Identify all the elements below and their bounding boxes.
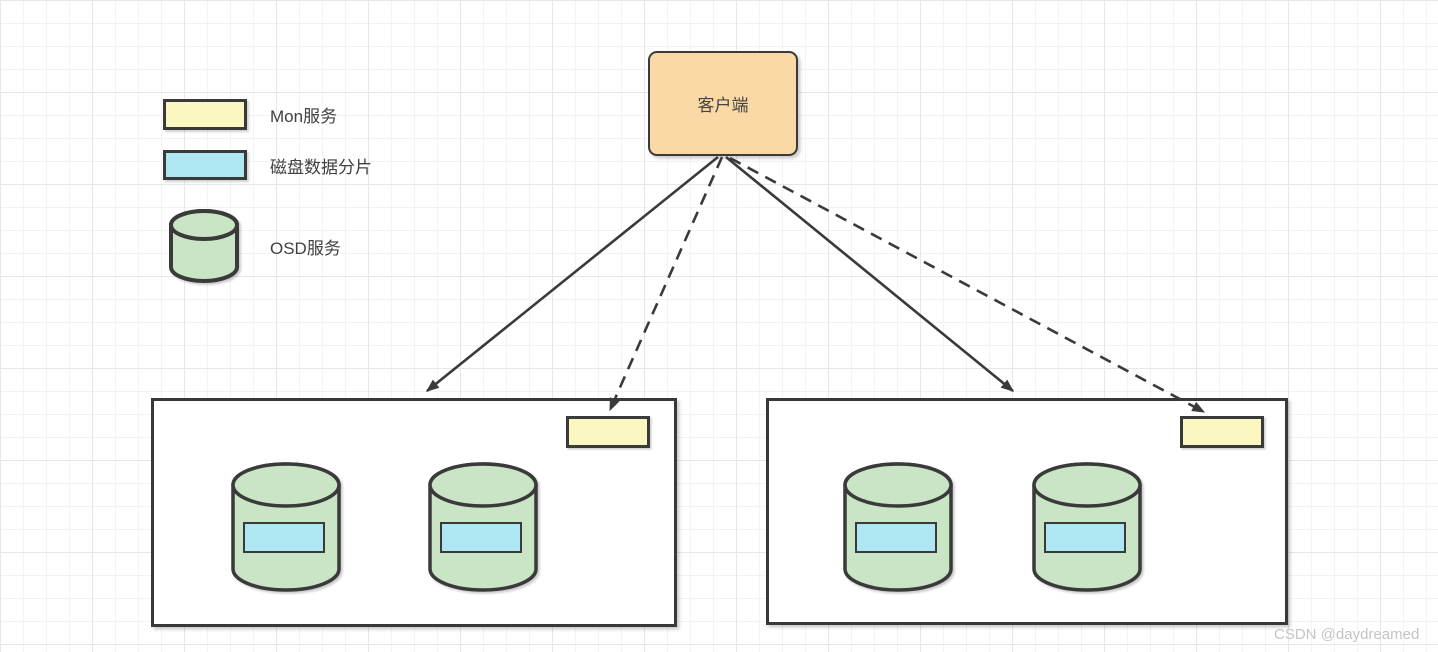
legend-label-mon: Mon服务 bbox=[270, 107, 338, 126]
arrow-client-to-server2 bbox=[725, 155, 1015, 393]
osd-cylinder bbox=[843, 462, 953, 592]
mon-service-swatch bbox=[163, 99, 247, 130]
arrow-client-to-server1 bbox=[425, 155, 719, 393]
server-node-1 bbox=[151, 398, 677, 627]
server-node-2 bbox=[766, 398, 1288, 625]
disk-shard-box bbox=[1044, 522, 1126, 553]
mon-service-box bbox=[566, 416, 650, 448]
client-node: 客户端 bbox=[648, 51, 798, 156]
disk-shard-box bbox=[243, 522, 325, 553]
osd-cylinder-icon bbox=[169, 209, 239, 283]
disk-shard-swatch bbox=[163, 150, 247, 180]
osd-cylinder bbox=[1032, 462, 1142, 592]
osd-cylinder bbox=[231, 462, 341, 592]
watermark: CSDN @daydreamed bbox=[1274, 626, 1420, 643]
client-label: 客户端 bbox=[697, 96, 749, 115]
disk-shard-box bbox=[855, 522, 937, 553]
disk-shard-box bbox=[440, 522, 522, 553]
legend-label-osd: OSD服务 bbox=[270, 238, 341, 258]
legend-label-shard: 磁盘数据分片 bbox=[270, 157, 372, 177]
arrow-client-to-server2-mon bbox=[729, 156, 1206, 414]
arrow-client-to-server1-mon bbox=[608, 156, 724, 412]
osd-cylinder bbox=[428, 462, 538, 592]
mon-service-box bbox=[1180, 416, 1264, 448]
